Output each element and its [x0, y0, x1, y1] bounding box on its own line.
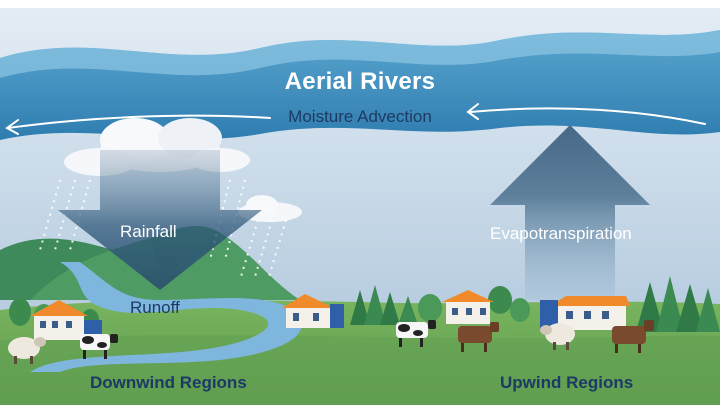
evapotranspiration-label: Evapotranspiration: [490, 224, 632, 243]
bull-center: [458, 322, 499, 352]
stream: [30, 262, 302, 372]
bull-right: [612, 320, 654, 353]
runoff-label: Runoff: [130, 298, 180, 317]
upwind-regions-label: Upwind Regions: [500, 373, 634, 392]
house-mid-right: [442, 290, 494, 324]
house-left: [30, 300, 102, 340]
flow-arrows: [5, 103, 706, 135]
sheep-left: [8, 337, 46, 364]
evapotranspiration-arrow: [490, 125, 650, 300]
cow-center: [396, 320, 436, 347]
bottom-strip: [0, 405, 720, 420]
aerial-river-band: [0, 30, 720, 140]
trees: [9, 276, 720, 332]
house-center: [282, 294, 344, 328]
diagram-title: Aerial Rivers: [284, 68, 436, 95]
downwind-regions-label: Downwind Regions: [90, 373, 247, 392]
diagram-subtitle: Moisture Advection: [288, 107, 432, 126]
flow-arrow-left: [7, 114, 271, 129]
sheep-right: [540, 323, 575, 350]
rainfall-label: Rainfall: [120, 222, 177, 241]
cow-left: [80, 334, 118, 359]
rainfall-arrow: [58, 150, 262, 290]
top-strip: [0, 0, 720, 8]
flow-arrow-right: [469, 107, 706, 125]
house-right: [540, 296, 630, 330]
